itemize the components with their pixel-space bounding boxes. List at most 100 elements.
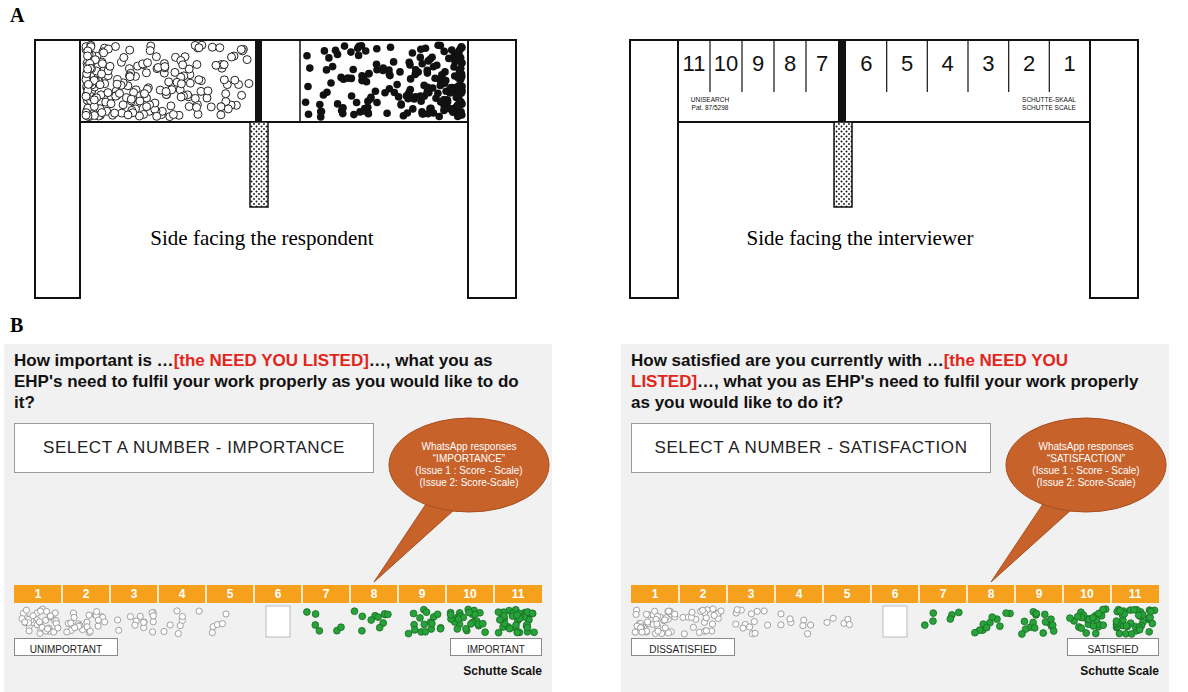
hollow-dot <box>805 631 811 637</box>
hollow-dot <box>672 611 678 617</box>
question-text: How important is …[the NEED YOU LISTED]…… <box>14 350 542 413</box>
hollow-dot <box>733 621 739 627</box>
strip-divider <box>109 585 111 603</box>
question-part: How satisfied are you currently with … <box>631 351 944 370</box>
hollow-bead <box>107 100 115 108</box>
solid-bead <box>433 61 441 69</box>
green-dot <box>375 614 382 621</box>
solid-bead <box>435 113 443 121</box>
green-dot <box>531 629 538 636</box>
hollow-beads <box>82 41 253 120</box>
hollow-bead <box>119 101 127 109</box>
hollow-bead <box>126 46 134 54</box>
green-dot <box>1074 613 1081 620</box>
solid-bead <box>355 52 363 60</box>
green-dot <box>434 611 441 618</box>
solid-bead <box>372 88 380 96</box>
hollow-dot <box>830 615 836 621</box>
slide-panel: How important is …[the NEED YOU LISTED]…… <box>4 344 552 692</box>
hollow-dot <box>22 619 28 625</box>
green-dot <box>989 614 996 621</box>
select-box: SELECT A NUMBER - SATISFACTION <box>631 423 991 473</box>
hollow-dot <box>150 619 156 625</box>
strip-divider <box>870 585 872 603</box>
green-dot <box>495 609 502 616</box>
solid-bead <box>350 111 358 119</box>
scale-name: Schutte Scale <box>463 664 542 678</box>
solid-bead <box>456 56 464 64</box>
hollow-dot <box>26 628 32 634</box>
hollow-bead <box>144 59 152 67</box>
solid-bead <box>373 99 381 107</box>
hollow-bead <box>169 111 177 119</box>
slider-stick <box>250 122 268 207</box>
green-dot <box>338 624 345 631</box>
hollow-bead <box>207 103 215 111</box>
scale-name: Schutte Scale <box>1080 664 1159 678</box>
callout-line: (Issue 1 : Score - Scale) <box>1032 465 1139 477</box>
green-dot <box>1146 628 1153 635</box>
scale-end-label: UNIMPORTANT <box>30 644 102 655</box>
solid-bead <box>305 110 313 118</box>
solid-bead <box>349 66 357 74</box>
hollow-bead <box>116 89 124 97</box>
solid-bead <box>390 58 398 66</box>
green-dot <box>514 629 521 636</box>
scale-end-box: UNIMPORTANT <box>14 638 118 656</box>
hollow-dot <box>633 611 639 617</box>
green-dot <box>351 608 358 615</box>
green-dot <box>1067 615 1074 622</box>
strip-number: 5 <box>844 587 851 601</box>
green-dot <box>304 609 311 616</box>
green-dot <box>1019 631 1026 638</box>
hollow-dot <box>209 630 215 636</box>
strip-number: 2 <box>700 587 707 601</box>
solid-bead <box>316 101 324 109</box>
green-dot <box>1083 630 1090 637</box>
solid-bead <box>364 109 372 117</box>
scale-number: 10 <box>714 51 738 77</box>
strip-divider <box>157 585 159 603</box>
green-dot <box>1123 622 1130 629</box>
green-dot <box>479 620 486 627</box>
hollow-bead <box>99 48 107 56</box>
hollow-dot <box>116 627 122 633</box>
hollow-bead <box>224 105 232 113</box>
green-dot <box>1040 630 1047 637</box>
solid-bead <box>391 89 399 97</box>
solid-bead <box>338 107 346 115</box>
hollow-bead <box>90 96 98 104</box>
scale-end-label: DISSATISFIED <box>649 644 717 655</box>
strip-number: 1 <box>35 587 42 601</box>
hollow-bead <box>141 90 149 98</box>
strip-divider <box>678 585 680 603</box>
hollow-dot <box>754 608 760 614</box>
green-dot <box>514 612 521 619</box>
solid-bead <box>318 108 326 116</box>
scale-number: 2 <box>1023 51 1035 77</box>
slider-stick <box>834 122 852 207</box>
green-dot <box>930 618 937 625</box>
green-dot <box>1131 606 1138 613</box>
scale-number: 5 <box>901 51 913 77</box>
solid-bead <box>323 66 331 74</box>
green-dot <box>1113 618 1120 625</box>
green-dot <box>482 629 489 636</box>
scale-strips <box>14 585 1159 637</box>
strip-divider <box>253 585 255 603</box>
solid-bead <box>424 110 432 118</box>
hollow-dot <box>808 622 814 628</box>
green-dot <box>376 624 383 631</box>
green-dot <box>1116 630 1123 637</box>
hollow-bead <box>98 70 106 78</box>
solid-bead <box>302 99 310 107</box>
hollow-dot <box>761 608 767 614</box>
number-strip <box>631 585 1159 603</box>
hollow-dot <box>654 621 660 627</box>
strip-number: 9 <box>419 587 426 601</box>
callout-line: (Issue 2: Score-Scale) <box>420 477 519 489</box>
solid-bead <box>373 60 381 68</box>
strip-number: 10 <box>463 587 476 601</box>
hollow-dot <box>150 613 156 619</box>
maker-mark: Pat. 87/5298 <box>692 104 729 111</box>
